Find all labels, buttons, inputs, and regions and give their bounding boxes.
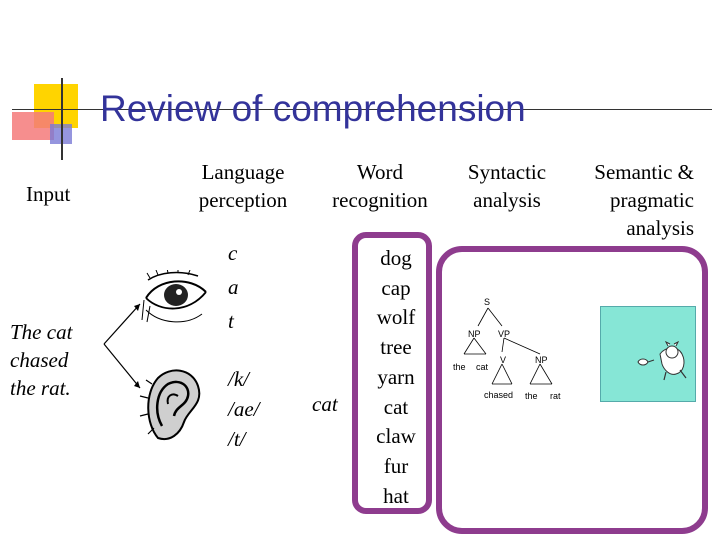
cat-chasing-rat-icon (637, 340, 687, 381)
tree-node-s: S (484, 297, 490, 307)
recognition-header-line: Word (356, 160, 404, 184)
semantic-header-line: Semantic & (594, 160, 694, 184)
letter: c (228, 241, 238, 265)
recognition-header: Word recognition (318, 158, 442, 214)
eye-icon (141, 270, 207, 323)
syntactic-header-line: Syntactic (467, 160, 547, 184)
lexicon-box (352, 232, 432, 514)
ear-icon (139, 369, 201, 440)
tree-leaf: cat (476, 362, 489, 372)
lexicon-word: claw (376, 424, 416, 449)
lexicon-word: cap (381, 275, 411, 300)
input-header: Input (26, 182, 71, 206)
phoneme: /ae/ (228, 397, 260, 421)
perception-header: Language perception (188, 158, 298, 214)
phoneme: /k/ (228, 367, 249, 391)
tree-node-np2: NP (535, 355, 548, 365)
lexicon-word: yarn (377, 364, 415, 389)
tree-leaf: the (453, 362, 466, 372)
tree-leaf: the (525, 391, 538, 401)
syntactic-header-line: analysis (473, 188, 541, 212)
phoneme: /t/ (228, 427, 246, 451)
lexicon-word: cat (383, 394, 409, 419)
deco-red-square (12, 112, 54, 140)
letter: t (228, 309, 234, 333)
deco-horizontal-line (12, 109, 712, 110)
lexicon-word: dog (380, 246, 412, 270)
tree-leaf: rat (550, 391, 561, 401)
lexicon-word: tree (380, 335, 412, 360)
letter: a (228, 275, 239, 299)
syntactic-header: Syntactic analysis (458, 158, 556, 214)
processing-box (436, 246, 708, 534)
lexicon-word-list: dog cap wolf tree yarn cat claw fur hat (360, 244, 432, 511)
recognized-word: cat (312, 392, 338, 416)
semantic-header-line: pragmatic (610, 188, 694, 212)
parse-tree: S NP VP V NP the cat chased the rat (453, 297, 561, 401)
tree-node-v: V (500, 355, 506, 365)
input-sentence-line: chased (10, 348, 69, 372)
lexicon-word: fur (383, 453, 409, 478)
perception-header-line: perception (198, 188, 288, 212)
slide-title: Review of comprehension (100, 88, 526, 129)
lexicon-word: wolf (376, 305, 416, 330)
input-sentence: The cat chased the rat. (10, 318, 72, 402)
input-branch-arrows (103, 303, 141, 389)
recognition-header-line: recognition (332, 188, 428, 212)
perception-header-line: Language (201, 160, 285, 184)
tree-node-np: NP (468, 329, 481, 339)
deco-vertical-line (61, 78, 63, 160)
input-sentence-line: the rat. (10, 376, 71, 400)
input-sentence-line: The cat (10, 320, 73, 344)
orthographic-letters: c a t (228, 236, 239, 338)
semantic-header: Semantic & pragmatic analysis (566, 158, 694, 242)
lexicon-word: hat (383, 483, 409, 508)
phonetic-segments: /k/ /ae/ /t/ (228, 364, 260, 454)
tree-leaf: chased (484, 390, 513, 400)
tree-node-vp: VP (498, 329, 510, 339)
semantic-header-line: analysis (626, 216, 694, 240)
